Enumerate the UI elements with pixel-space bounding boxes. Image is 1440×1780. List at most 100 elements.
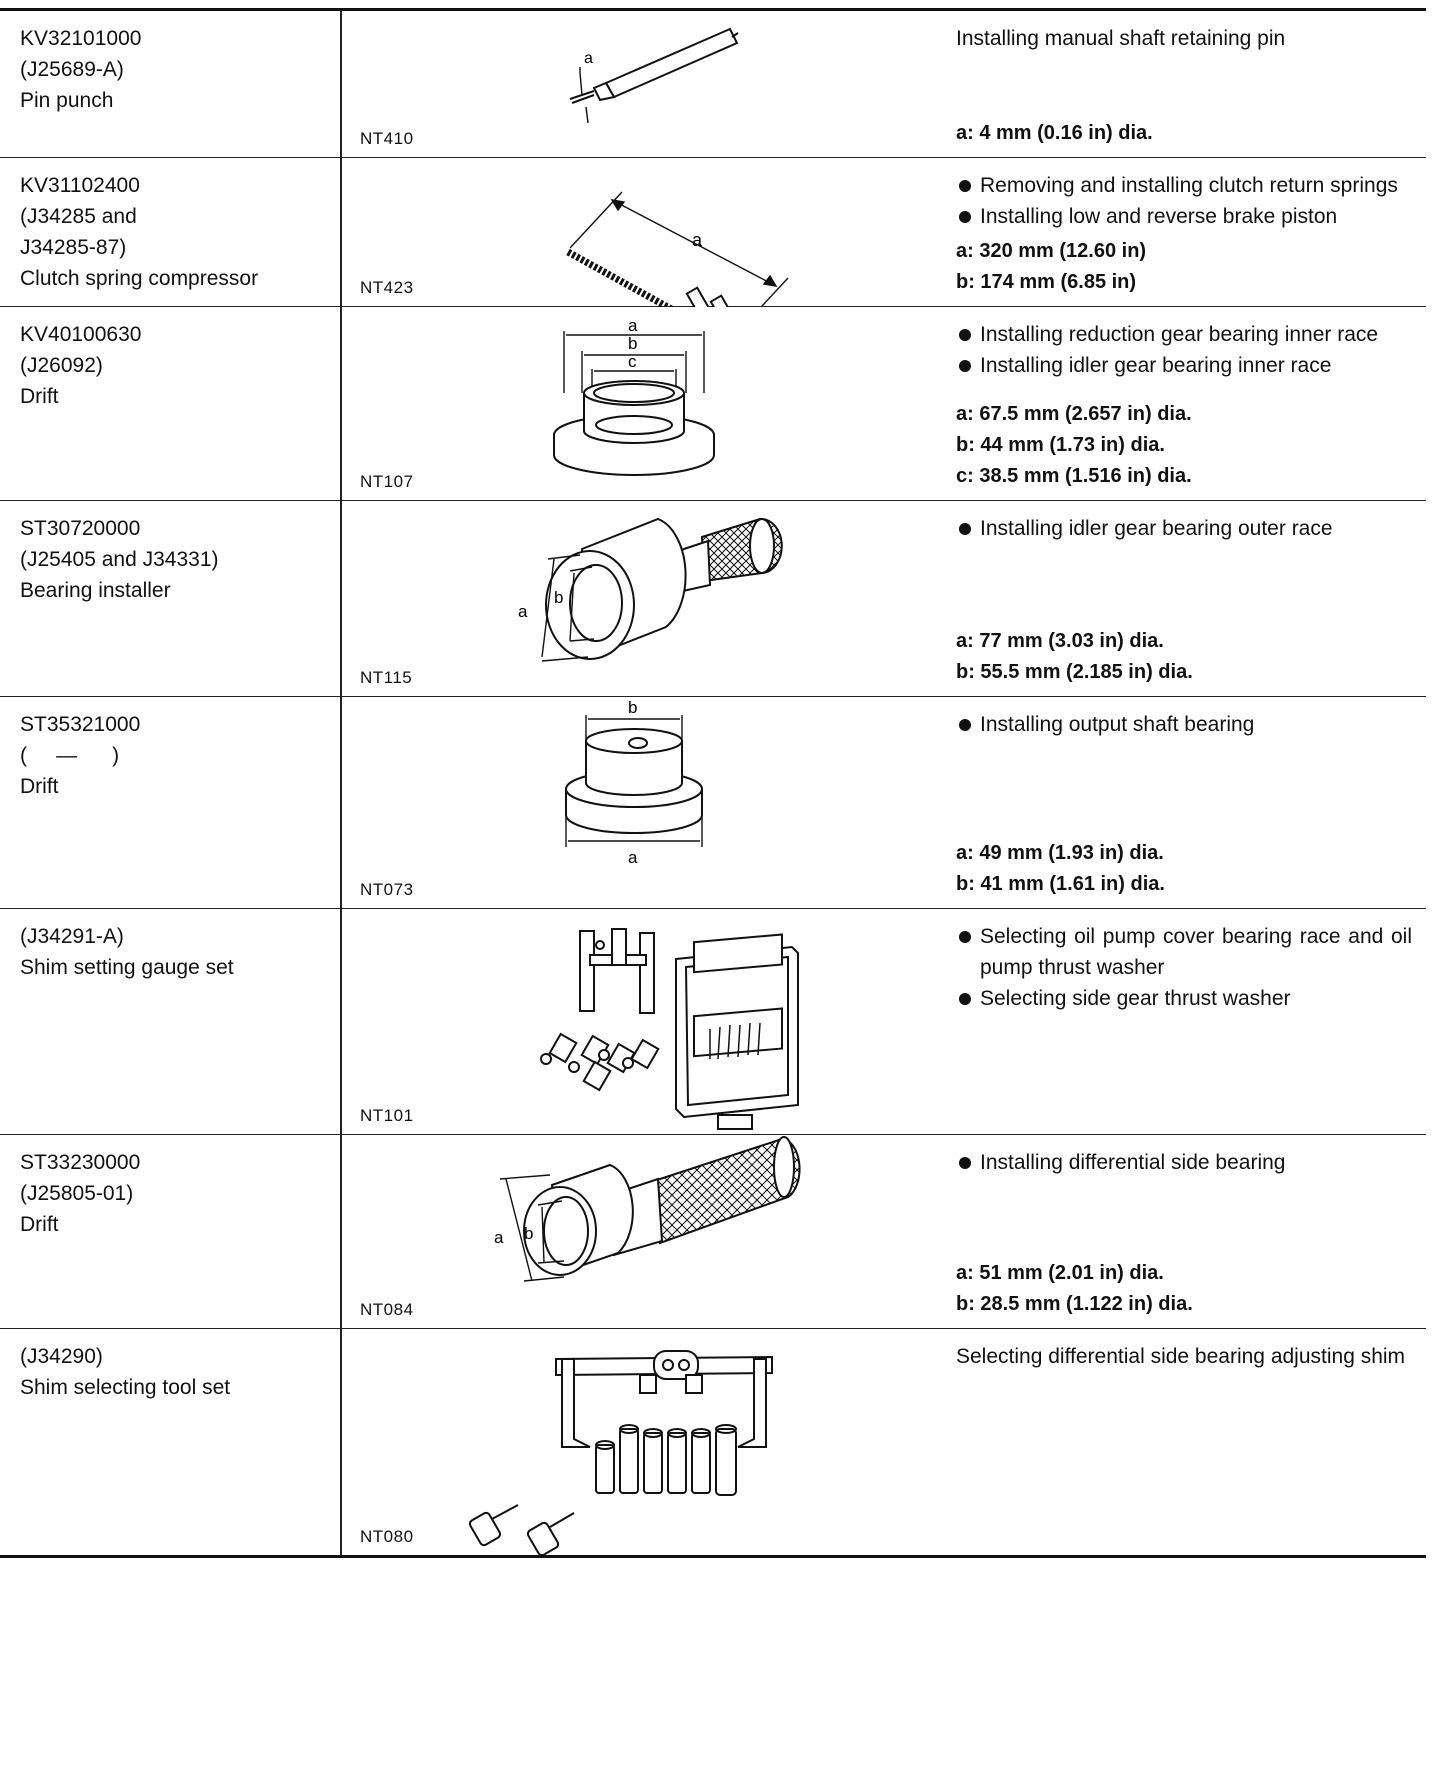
tool-identification: KV40100630 (J26092) Drift <box>0 307 340 500</box>
usage-text: Installing manual shaft retaining pin <box>956 27 1286 50</box>
dimension-spec: a: 77 mm (3.03 in) dia. <box>956 630 1164 652</box>
usage-item: Installing idler gear bearing outer race <box>956 513 1412 544</box>
dim-label-a: a <box>584 50 593 67</box>
dim-label-c: c <box>628 352 637 371</box>
dim-label-b: b <box>628 334 637 353</box>
tool-name: Bearing installer <box>20 579 171 602</box>
tool-usage: Removing and installing clutch return sp… <box>956 158 1426 306</box>
drift-abc-illustration: a b c <box>553 316 715 476</box>
dim-label-a: a <box>692 230 703 250</box>
tool-name: Pin punch <box>20 89 114 112</box>
tool-usage: Installing manual shaft retaining pin a: … <box>956 11 1426 157</box>
figure-code: NT423 <box>360 278 414 297</box>
dimension-spec: b: 174 mm (6.85 in) <box>956 271 1137 293</box>
tool-usage: Selecting differential side bearing adju… <box>956 1329 1426 1555</box>
dimension-specs: a: 77 mm (3.03 in) dia.b: 55.5 mm (2.185… <box>956 626 1193 688</box>
figure-code: NT101 <box>360 1106 414 1125</box>
tool-number: (J34285 and <box>20 205 137 228</box>
drift-knurled-illustration: a b <box>494 1136 801 1282</box>
drift-ab-illustration: b a <box>565 698 703 867</box>
dim-label-b: b <box>628 698 637 717</box>
tool-identification: ST30720000 (J25405 and J34331) Bearing ins… <box>0 501 340 696</box>
clutch-spring-compressor-illustration: a b <box>566 191 789 307</box>
tool-identification: (J34291-A) Shim setting gauge set <box>0 909 340 1134</box>
tool-row: (J34290) Shim selecting tool set <box>0 1329 1426 1555</box>
tool-number: KV32101000 <box>20 27 142 50</box>
usage-item: Installing differential side bearing <box>956 1147 1412 1178</box>
tool-number: J34285-87) <box>20 236 127 259</box>
tool-number: (J26092) <box>20 354 103 377</box>
dimension-specs: a: 49 mm (1.93 in) dia.b: 41 mm (1.61 in… <box>956 838 1165 900</box>
tool-identification: KV32101000 (J25689-A) Pin punch <box>0 11 340 157</box>
usage-list: Installing idler gear bearing outer race <box>956 513 1426 544</box>
figure-code: NT080 <box>360 1527 414 1546</box>
dimension-spec: a: 49 mm (1.93 in) dia. <box>956 842 1164 864</box>
dimension-specs: a: 67.5 mm (2.657 in) dia.b: 44 mm (1.73… <box>956 399 1192 492</box>
dimension-spec: c: 38.5 mm (1.516 in) dia. <box>956 465 1192 487</box>
tool-name: Clutch spring compressor <box>20 267 259 290</box>
tool-name: Shim selecting tool set <box>20 1376 231 1399</box>
dimension-spec: a: 320 mm (12.60 in) <box>956 240 1147 262</box>
dim-label-a: a <box>628 316 638 335</box>
usage-list: Installing output shaft bearing <box>956 709 1426 740</box>
tool-row: ST35321000( — )Drift b a NT073 Installing … <box>0 697 1426 909</box>
tool-number: ST30720000 <box>20 517 141 540</box>
usage-list: Removing and installing clutch return sp… <box>956 170 1426 232</box>
tool-usage: Installing output shaft bearing a: 49 mm … <box>956 697 1426 908</box>
tool-number: (J34291-A) <box>20 925 124 948</box>
tool-number: (J25405 and J34331) <box>20 548 219 571</box>
tool-name: Shim setting gauge set <box>20 956 234 979</box>
figure-code: NT073 <box>360 880 414 899</box>
shim-setting-gauge-set-illustration <box>540 928 799 1130</box>
tool-number: KV40100630 <box>20 323 142 346</box>
tool-figure: NT080 <box>340 1329 956 1555</box>
usage-item: Installing idler gear bearing inner race <box>956 350 1412 381</box>
dim-label-a: a <box>518 602 528 621</box>
tool-name: Drift <box>20 385 59 408</box>
tool-identification: (J34290) Shim selecting tool set <box>0 1329 340 1555</box>
usage-item: Selecting side gear thrust washer <box>956 983 1412 1014</box>
dimension-spec: a: 4 mm (0.16 in) dia. <box>956 122 1153 144</box>
tool-usage: Selecting oil pump cover bearing race an… <box>956 909 1426 1134</box>
dim-label-b: b <box>524 1224 533 1243</box>
usage-text: Selecting differential side bearing adju… <box>956 1345 1406 1368</box>
tool-row: ST30720000 (J25405 and J34331) Bearing ins… <box>0 501 1426 697</box>
tool-usage: Installing reduction gear bearing inner … <box>956 307 1426 500</box>
pin-punch-illustration: a <box>569 27 739 124</box>
tool-number: (J25689-A) <box>20 58 124 81</box>
tool-number: ST33230000 <box>20 1151 141 1174</box>
tool-number: (J34290) <box>20 1345 103 1368</box>
bearing-installer-illustration: a b <box>518 517 783 662</box>
tool-identification: ST35321000( — )Drift <box>0 697 340 908</box>
figure-code: NT115 <box>360 668 413 687</box>
tool-name: Drift <box>20 775 59 798</box>
usage-list: Installing differential side bearing <box>956 1147 1426 1178</box>
tool-figure: a b NT423 <box>340 158 956 307</box>
dim-label-a: a <box>494 1228 504 1247</box>
dimension-specs: a: 4 mm (0.16 in) dia. <box>956 118 1153 149</box>
tool-number: (J25805-01) <box>20 1182 134 1205</box>
tool-number: KV31102400 <box>20 174 140 197</box>
usage-item: Selecting oil pump cover bearing race an… <box>956 921 1412 983</box>
tool-name: Drift <box>20 1213 59 1236</box>
tool-usage: Installing idler gear bearing outer race… <box>956 501 1426 696</box>
usage-item: Removing and installing clutch return sp… <box>956 170 1412 201</box>
dimension-spec: b: 28.5 mm (1.122 in) dia. <box>956 1293 1193 1315</box>
tool-number: ST35321000 <box>20 713 141 736</box>
figure-code: NT107 <box>360 472 414 491</box>
usage-item: Installing low and reverse brake piston <box>956 201 1412 232</box>
dimension-spec: b: 44 mm (1.73 in) dia. <box>956 434 1165 456</box>
dim-label-b: b <box>554 588 563 607</box>
usage-list: Selecting oil pump cover bearing race an… <box>956 921 1426 1014</box>
dimension-spec: a: 51 mm (2.01 in) dia. <box>956 1262 1164 1284</box>
tool-figure: b a NT073 <box>340 697 956 908</box>
dimension-specs: a: 320 mm (12.60 in) b: 174 mm (6.85 in) <box>956 236 1146 298</box>
usage-list: Installing reduction gear bearing inner … <box>956 319 1426 381</box>
